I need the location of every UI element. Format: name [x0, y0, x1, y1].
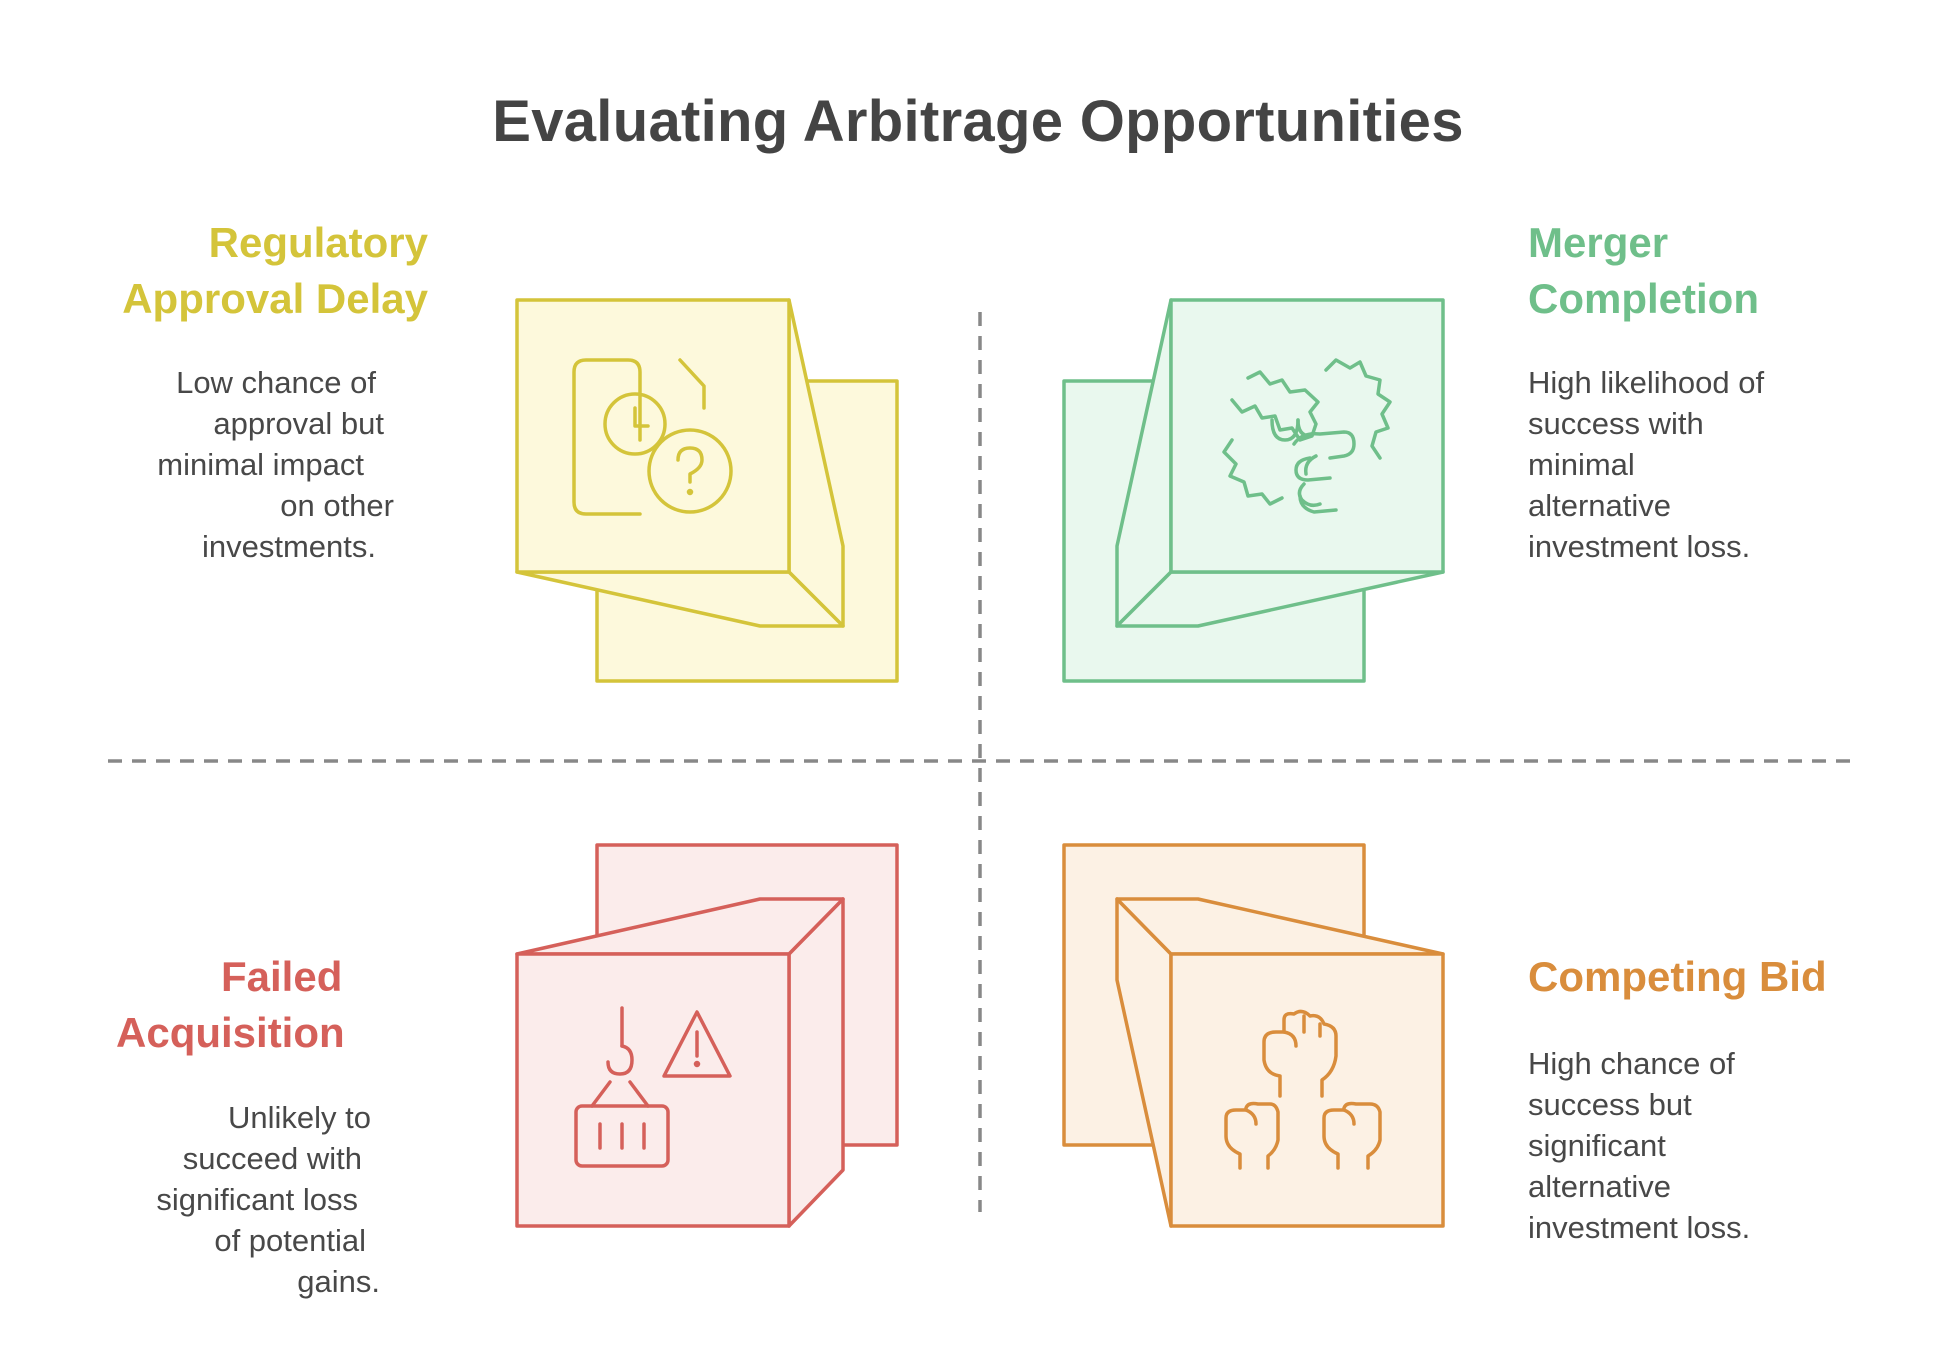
heading-failed-acquisition: Failed Acquisition	[116, 949, 345, 1061]
desc-line: investment loss.	[1528, 1210, 1751, 1245]
desc-line: significant loss	[156, 1182, 358, 1217]
front-panel	[1169, 952, 1445, 1228]
document-clock-question-icon	[572, 358, 733, 516]
heading-line: Regulatory	[208, 219, 428, 266]
desc-line: alternative	[1528, 488, 1672, 523]
heading-line: Merger	[1528, 219, 1669, 266]
handshake-puzzle-icon	[1222, 358, 1392, 514]
desc-line: investments.	[201, 529, 376, 564]
front-panel	[515, 298, 791, 574]
front-panel	[1169, 298, 1445, 574]
desc-line: minimal impact	[157, 447, 364, 482]
desc-line: success but	[1528, 1087, 1692, 1122]
desc-merger-completion: High likelihood of success with minimal …	[1528, 362, 1764, 567]
desc-line: minimal	[1528, 447, 1635, 482]
desc-line: approval but	[213, 406, 384, 441]
desc-line: on other	[280, 488, 394, 523]
desc-failed-acquisition: Unlikely to succeed with significant los…	[156, 1097, 380, 1302]
desc-line: High chance of	[1528, 1046, 1735, 1081]
heading-regulatory-approval-delay: Regulatory Approval Delay	[122, 215, 428, 327]
heading-line: Approval Delay	[122, 275, 428, 322]
desc-line: of potential	[214, 1223, 366, 1258]
cube-competing-bid	[1062, 843, 1445, 1228]
desc-line: alternative	[1528, 1169, 1672, 1204]
cube-merger-completion	[1062, 298, 1445, 683]
desc-line: investment loss.	[1528, 529, 1751, 564]
cube-failed-acquisition	[515, 843, 899, 1228]
desc-regulatory-approval-delay: Low chance of approval but minimal impac…	[157, 362, 394, 567]
desc-line: Low chance of	[176, 365, 376, 400]
crane-hook-warning-icon	[574, 1006, 732, 1168]
page-title: Evaluating Arbitrage Opportunities	[492, 89, 1464, 154]
raised-fists-icon	[1224, 1009, 1382, 1170]
heading-line: Competing Bid	[1528, 953, 1827, 1000]
desc-line: High likelihood of	[1528, 365, 1765, 400]
heading-line: Acquisition	[116, 1009, 345, 1056]
desc-line: success with	[1528, 406, 1704, 441]
desc-competing-bid: High chance of success but significant a…	[1528, 1043, 1750, 1248]
heading-line: Completion	[1528, 275, 1759, 322]
desc-line: gains.	[297, 1264, 380, 1299]
desc-line: significant	[1528, 1128, 1666, 1163]
heading-line: Failed	[221, 953, 343, 1000]
heading-competing-bid: Competing Bid	[1528, 949, 1827, 1005]
desc-line: Unlikely to	[228, 1100, 371, 1135]
cube-regulatory-approval-delay	[515, 298, 899, 683]
front-panel	[515, 952, 791, 1228]
heading-merger-completion: Merger Completion	[1528, 215, 1759, 327]
desc-line: succeed with	[182, 1141, 362, 1176]
